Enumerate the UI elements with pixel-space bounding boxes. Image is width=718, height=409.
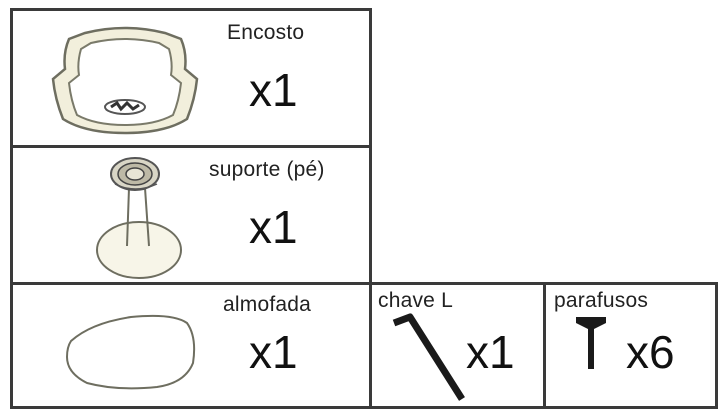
part-quantity: x6 bbox=[626, 326, 675, 378]
part-quantity: x1 bbox=[249, 326, 298, 378]
part-name: Encosto bbox=[227, 21, 305, 44]
backrest-icon bbox=[51, 26, 199, 135]
part-cell-chair-base: suporte (pé) x1 bbox=[10, 145, 372, 285]
part-cell-l-key: chave L x1 bbox=[369, 282, 546, 409]
screw-icon bbox=[576, 317, 606, 369]
part-cell-backrest: Encosto x1 bbox=[10, 8, 372, 148]
chair-base-icon bbox=[96, 157, 182, 279]
part-quantity: x1 bbox=[249, 201, 298, 253]
part-quantity: x1 bbox=[249, 64, 298, 116]
cushion-icon bbox=[65, 314, 196, 390]
l-key-icon bbox=[392, 313, 465, 401]
part-cell-screws: parafusos x6 bbox=[543, 282, 718, 409]
part-name: chave L bbox=[378, 289, 453, 312]
part-cell-cushion: almofada x1 bbox=[10, 282, 372, 409]
part-quantity: x1 bbox=[466, 326, 515, 378]
part-name: suporte (pé) bbox=[209, 158, 325, 181]
part-name: almofada bbox=[223, 293, 311, 316]
part-name: parafusos bbox=[554, 289, 649, 312]
